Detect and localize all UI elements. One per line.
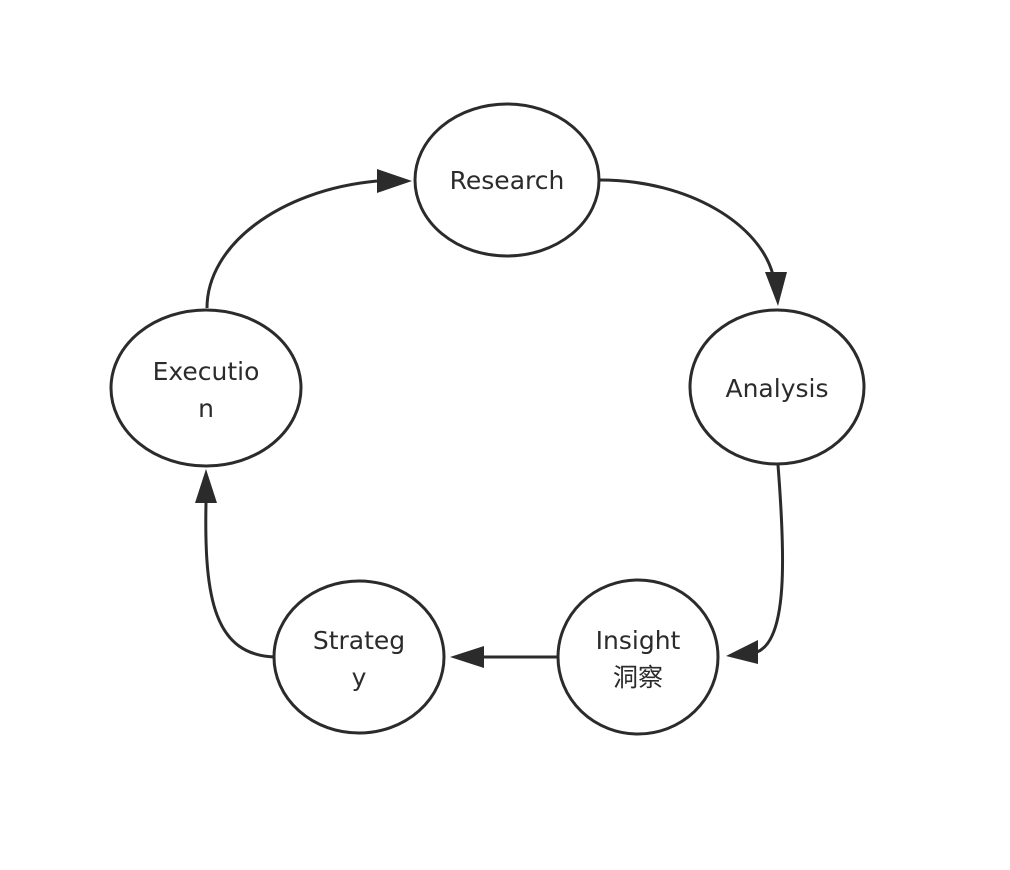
node-label: Research <box>450 166 565 195</box>
edge-insight-to-strategy <box>450 646 558 668</box>
edge-execution-to-research <box>205 169 412 309</box>
arrowhead-icon <box>726 640 758 664</box>
node-strategy: Strateg y <box>272 579 446 735</box>
node-analysis: Analysis <box>688 308 866 466</box>
node-execution: Executio n <box>109 308 303 468</box>
node-label: n <box>198 394 214 423</box>
arrowhead-icon <box>377 169 412 193</box>
arrowhead-icon <box>450 646 484 668</box>
node-label: 洞察 <box>613 663 663 692</box>
node-label: Strateg <box>313 626 405 655</box>
node-label: Analysis <box>725 374 828 403</box>
edge-research-to-analysis <box>599 178 787 306</box>
edge-strategy-to-execution <box>195 469 276 659</box>
arrowhead-icon <box>195 469 217 503</box>
node-research: Research <box>413 102 601 258</box>
node-label: Executio <box>153 357 260 386</box>
node-label: y <box>352 663 367 692</box>
node-insight: Insight 洞察 <box>556 578 720 736</box>
node-label: Insight <box>596 626 681 655</box>
arrowhead-icon <box>765 272 787 306</box>
edge-analysis-to-insight <box>726 464 785 664</box>
